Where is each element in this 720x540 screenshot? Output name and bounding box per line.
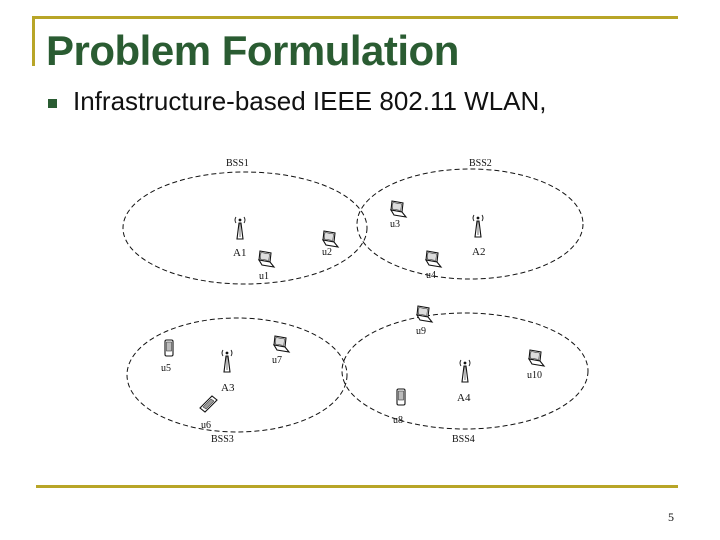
access-point-a4-label: A4 — [457, 392, 471, 404]
bss1-label: BSS1 — [226, 158, 249, 169]
user-u10-laptop-icon — [528, 349, 545, 367]
access-point-a1-label: A1 — [233, 247, 246, 259]
user-u8-pda-icon — [396, 388, 406, 406]
user-u7-laptop-icon — [273, 335, 290, 353]
user-u5-label: u5 — [161, 363, 171, 374]
frame-top-line — [32, 16, 678, 19]
access-point-a2-icon — [472, 214, 484, 238]
page-number: 5 — [668, 510, 674, 524]
bss2-label: BSS2 — [469, 158, 492, 169]
user-u3-label: u3 — [390, 219, 400, 230]
frame-left-line — [32, 16, 35, 66]
bss4-boundary — [341, 312, 589, 430]
bss3-boundary — [126, 317, 348, 433]
user-u6-phone-icon — [199, 395, 218, 413]
user-u2-label: u2 — [322, 247, 332, 258]
user-u4-laptop-icon — [425, 250, 442, 268]
user-u5-pda-icon — [164, 339, 174, 357]
user-u8-label: u8 — [393, 415, 403, 426]
user-u4-label: u4 — [426, 270, 436, 281]
slide-title: Problem Formulation — [46, 27, 459, 74]
user-u9-laptop-icon — [416, 305, 433, 323]
user-u3-laptop-icon — [390, 200, 407, 218]
access-point-a2-label: A2 — [472, 246, 485, 258]
bullet-text: Infrastructure-based IEEE 802.11 WLAN, — [73, 86, 547, 116]
frame-bottom-line — [36, 485, 678, 488]
user-u10-label: u10 — [527, 370, 542, 381]
user-u9-label: u9 — [416, 326, 426, 337]
user-u7-label: u7 — [272, 355, 282, 366]
user-u6-label: u6 — [201, 420, 211, 431]
bss3-label: BSS3 — [211, 434, 234, 445]
access-point-a4-icon — [459, 359, 471, 383]
user-u1-label: u1 — [259, 271, 269, 282]
user-u2-laptop-icon — [322, 230, 339, 248]
bss2-boundary — [356, 168, 584, 280]
bullet-square-icon — [48, 99, 57, 108]
access-point-a1-icon — [234, 216, 246, 240]
bss4-label: BSS4 — [452, 434, 475, 445]
user-u1-laptop-icon — [258, 250, 275, 268]
access-point-a3-label: A3 — [221, 382, 235, 394]
bss1-boundary — [122, 171, 368, 285]
access-point-a3-icon — [221, 349, 233, 373]
